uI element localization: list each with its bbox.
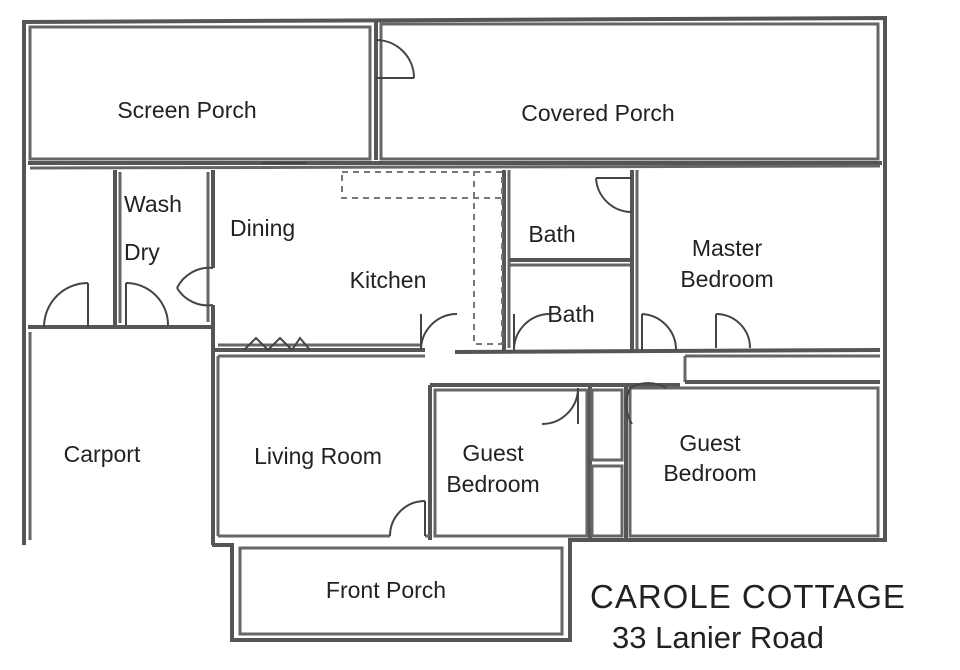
- label-carport: Carport: [64, 441, 141, 467]
- label-guest-bedroom-right-1: Guest: [679, 430, 741, 456]
- label-kitchen: Kitchen: [350, 267, 427, 293]
- label-covered-porch: Covered Porch: [521, 100, 674, 126]
- label-screen-porch: Screen Porch: [117, 97, 256, 123]
- doors: [43, 39, 751, 537]
- cottage-name: CAROLE COTTAGE: [590, 578, 906, 615]
- label-living-room: Living Room: [254, 443, 382, 469]
- label-guest-bedroom-left-1: Guest: [462, 440, 524, 466]
- cottage-address: 33 Lanier Road: [612, 620, 824, 655]
- label-guest-bedroom-left-2: Bedroom: [446, 471, 539, 497]
- kitchen-counter: [341, 171, 503, 345]
- title-block: CAROLE COTTAGE 33 Lanier Road: [590, 578, 906, 655]
- label-master-bedroom-1: Master: [692, 235, 763, 261]
- label-guest-bedroom-right-2: Bedroom: [663, 460, 756, 486]
- label-wash: Wash: [124, 191, 182, 217]
- label-dining: Dining: [230, 215, 295, 241]
- walls: [22, 15, 887, 642]
- room-labels: Screen Porch Covered Porch Wash Dry Dini…: [64, 97, 774, 603]
- label-master-bedroom-2: Bedroom: [680, 266, 773, 292]
- label-dry: Dry: [124, 239, 160, 265]
- label-bath-upper: Bath: [528, 221, 575, 247]
- label-bath-lower: Bath: [547, 301, 594, 327]
- label-front-porch: Front Porch: [326, 577, 446, 603]
